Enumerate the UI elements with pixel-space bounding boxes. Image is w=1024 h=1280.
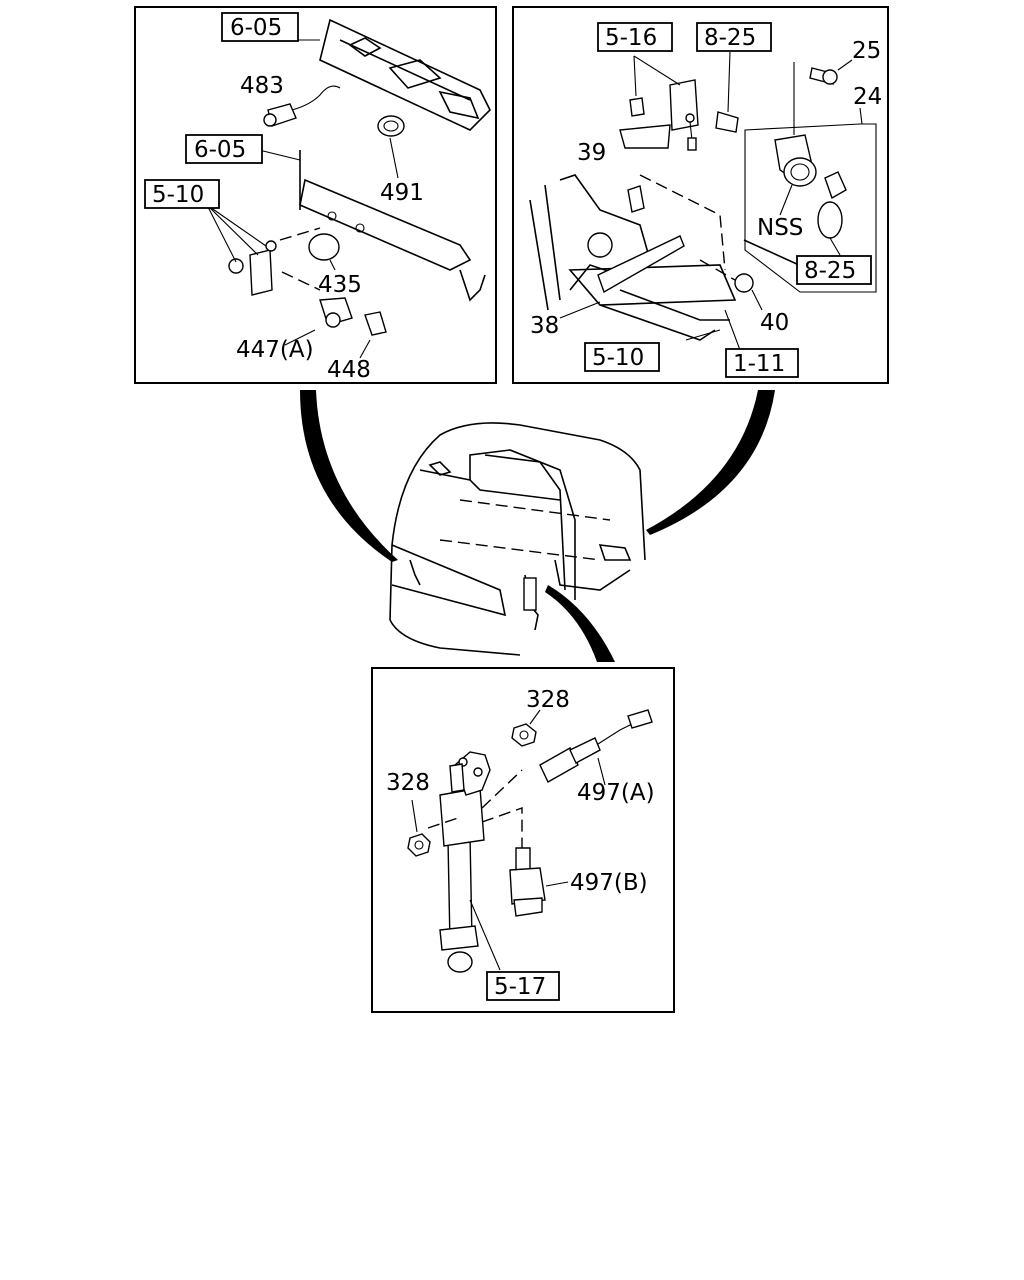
ref-label-6-05-a: 6-05 <box>230 15 282 41</box>
ref-box-5-10-a <box>144 179 220 209</box>
part-label-483: 483 <box>240 73 284 99</box>
ref-label-1-11: 1-11 <box>733 351 785 377</box>
part-label-40: 40 <box>760 310 789 336</box>
ref-box-5-10-b <box>584 342 660 372</box>
ref-label-5-10-a: 5-10 <box>152 182 204 208</box>
part-label-447a: 447(A) <box>236 337 314 363</box>
part-label-24: 24 <box>853 84 882 110</box>
part-label-nss: NSS <box>757 215 803 241</box>
ref-box-8-25-a <box>696 22 772 52</box>
part-label-435: 435 <box>318 272 362 298</box>
callout-arc-left <box>300 390 398 562</box>
part-label-497a: 497(A) <box>577 780 655 806</box>
ref-label-6-05-b: 6-05 <box>194 137 246 163</box>
part-label-491: 491 <box>380 180 424 206</box>
part-label-328-left: 328 <box>386 770 430 796</box>
ref-box-1-11 <box>725 348 799 378</box>
panel-bottom <box>371 667 675 1013</box>
ref-label-5-17: 5-17 <box>494 974 546 1000</box>
ref-label-8-25-a: 8-25 <box>704 25 756 51</box>
ref-box-5-16 <box>597 22 673 52</box>
callout-arc-right <box>646 390 775 535</box>
ref-label-5-10-b: 5-10 <box>592 345 644 371</box>
part-label-39: 39 <box>577 140 606 166</box>
part-label-38: 38 <box>530 313 559 339</box>
part-label-448: 448 <box>327 357 371 383</box>
part-label-328-top: 328 <box>526 687 570 713</box>
ref-box-6-05-a <box>221 12 299 42</box>
ref-box-5-17 <box>486 971 560 1001</box>
ref-label-8-25-b: 8-25 <box>804 258 856 284</box>
ref-box-8-25-b <box>796 255 872 285</box>
vehicle-cab-illustration <box>389 422 646 656</box>
panel-top-left <box>134 6 497 384</box>
ref-label-5-16: 5-16 <box>605 25 657 51</box>
callout-arc-bottom <box>545 585 615 662</box>
ref-box-6-05-b <box>185 134 263 164</box>
part-label-497b: 497(B) <box>570 870 648 896</box>
part-label-25: 25 <box>852 38 881 64</box>
panel-top-right <box>512 6 889 384</box>
